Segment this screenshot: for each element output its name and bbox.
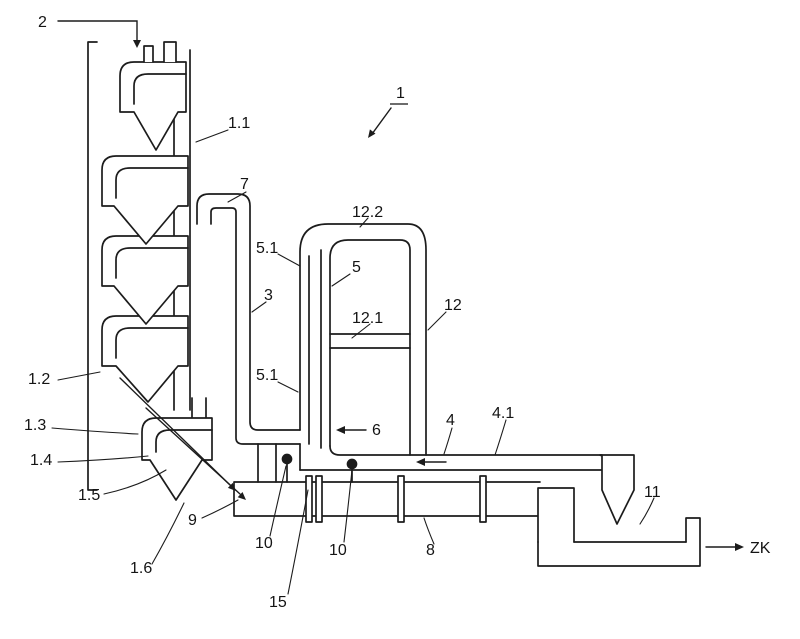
- diagram-linework: [87, 41, 701, 567]
- leader-5: [331, 273, 351, 287]
- leader-1-6: [151, 502, 185, 565]
- label-1: 1: [396, 85, 405, 102]
- label-3: 3: [264, 287, 273, 304]
- leader-12-2: [359, 217, 369, 228]
- cyclone-stage-3: [101, 235, 189, 325]
- cyclone-stage-5: [141, 417, 213, 501]
- label-1-5: 1.5: [78, 487, 100, 504]
- leader-1-4: [57, 455, 149, 463]
- label-6: 6: [372, 422, 381, 439]
- cyclone-stage-1: [119, 61, 187, 151]
- label-2: 2: [38, 14, 47, 31]
- valve-left: [281, 453, 293, 465]
- label-11: 11: [644, 484, 661, 501]
- flow-arrows: [57, 20, 744, 551]
- hopper: [599, 454, 635, 525]
- leader-5-1-lower: [277, 381, 299, 393]
- flange: [315, 475, 323, 523]
- arrow-meal-line-2: [145, 407, 246, 500]
- label-1-1: 1.1: [228, 115, 250, 132]
- cyclone-stage-2: [101, 155, 189, 245]
- arrow-gas-flow-duct-4: [416, 458, 447, 466]
- stage-group-bracket: [87, 41, 98, 491]
- leader-4-1: [494, 419, 507, 456]
- leader-1-3: [51, 427, 139, 435]
- leader-12: [427, 311, 447, 331]
- cyclone-stage-4: [101, 315, 189, 403]
- flange: [479, 475, 487, 523]
- label-10-right: 10: [329, 542, 347, 559]
- label-4: 4: [446, 412, 455, 429]
- leader-10-right: [343, 469, 353, 543]
- label-8: 8: [426, 542, 435, 559]
- leader-1-1: [195, 129, 229, 143]
- label-7: 7: [240, 176, 249, 193]
- label-5-1-upper: 5.1: [256, 240, 278, 257]
- inner-tube-5-1: [308, 249, 322, 449]
- flange: [397, 475, 405, 523]
- leader-10-left: [269, 465, 287, 537]
- label-15: 15: [269, 594, 287, 611]
- label-5: 5: [352, 259, 361, 276]
- cyclone-stack: [101, 41, 213, 501]
- arrow-6: [336, 426, 367, 434]
- junction-stub: [257, 443, 277, 483]
- leader-1-5: [103, 469, 167, 495]
- label-1-3: 1.3: [24, 417, 46, 434]
- cyclone-stage-2-inlet: [115, 167, 189, 199]
- outlet-channel: [537, 487, 701, 567]
- leader-12-1: [351, 323, 371, 339]
- duct-5-and-12: [299, 223, 427, 471]
- leader-7: [227, 191, 247, 203]
- arrow-figure-1: [368, 107, 392, 138]
- flange: [305, 475, 313, 523]
- reference-labels: 2 1 1.1 7 12.2 5.1 5 3 12.1 12 1.2 5.1 1…: [24, 14, 771, 611]
- label-zk: ZK: [750, 540, 771, 557]
- leader-9: [201, 499, 239, 519]
- label-1-2: 1.2: [28, 371, 50, 388]
- duct-12-1: [329, 333, 411, 349]
- leader-3: [251, 301, 267, 313]
- leader-4: [443, 427, 453, 455]
- leader-15: [287, 489, 309, 595]
- duct-4: [299, 445, 603, 471]
- downcomer: [537, 487, 575, 543]
- leader-5-1-upper: [277, 253, 301, 267]
- label-12-1: 12.1: [352, 310, 383, 327]
- label-5-1-lower: 5.1: [256, 367, 278, 384]
- label-9: 9: [188, 512, 197, 529]
- label-4-1: 4.1: [492, 405, 514, 422]
- cyclone-stage-1-inlet: [133, 73, 187, 105]
- label-12-2: 12.2: [352, 204, 383, 221]
- cyclone-stage-4-inlet: [115, 327, 189, 359]
- feed-pipe-right: [163, 41, 177, 63]
- label-12: 12: [444, 297, 462, 314]
- arrow-feed-2: [57, 20, 141, 48]
- duct-8: [233, 475, 541, 523]
- leader-lines: [51, 129, 655, 595]
- arrow-outlet-zk: [705, 543, 744, 551]
- feed-pipe-left: [143, 45, 154, 63]
- duct-3: [196, 193, 301, 445]
- label-1-4: 1.4: [30, 452, 52, 469]
- leader-8: [423, 517, 435, 545]
- leader-1-2: [57, 371, 101, 381]
- label-10-left: 10: [255, 535, 273, 552]
- label-1-6: 1.6: [130, 560, 152, 577]
- leader-11: [639, 497, 655, 525]
- cyclone-stage-3-inlet: [115, 247, 189, 279]
